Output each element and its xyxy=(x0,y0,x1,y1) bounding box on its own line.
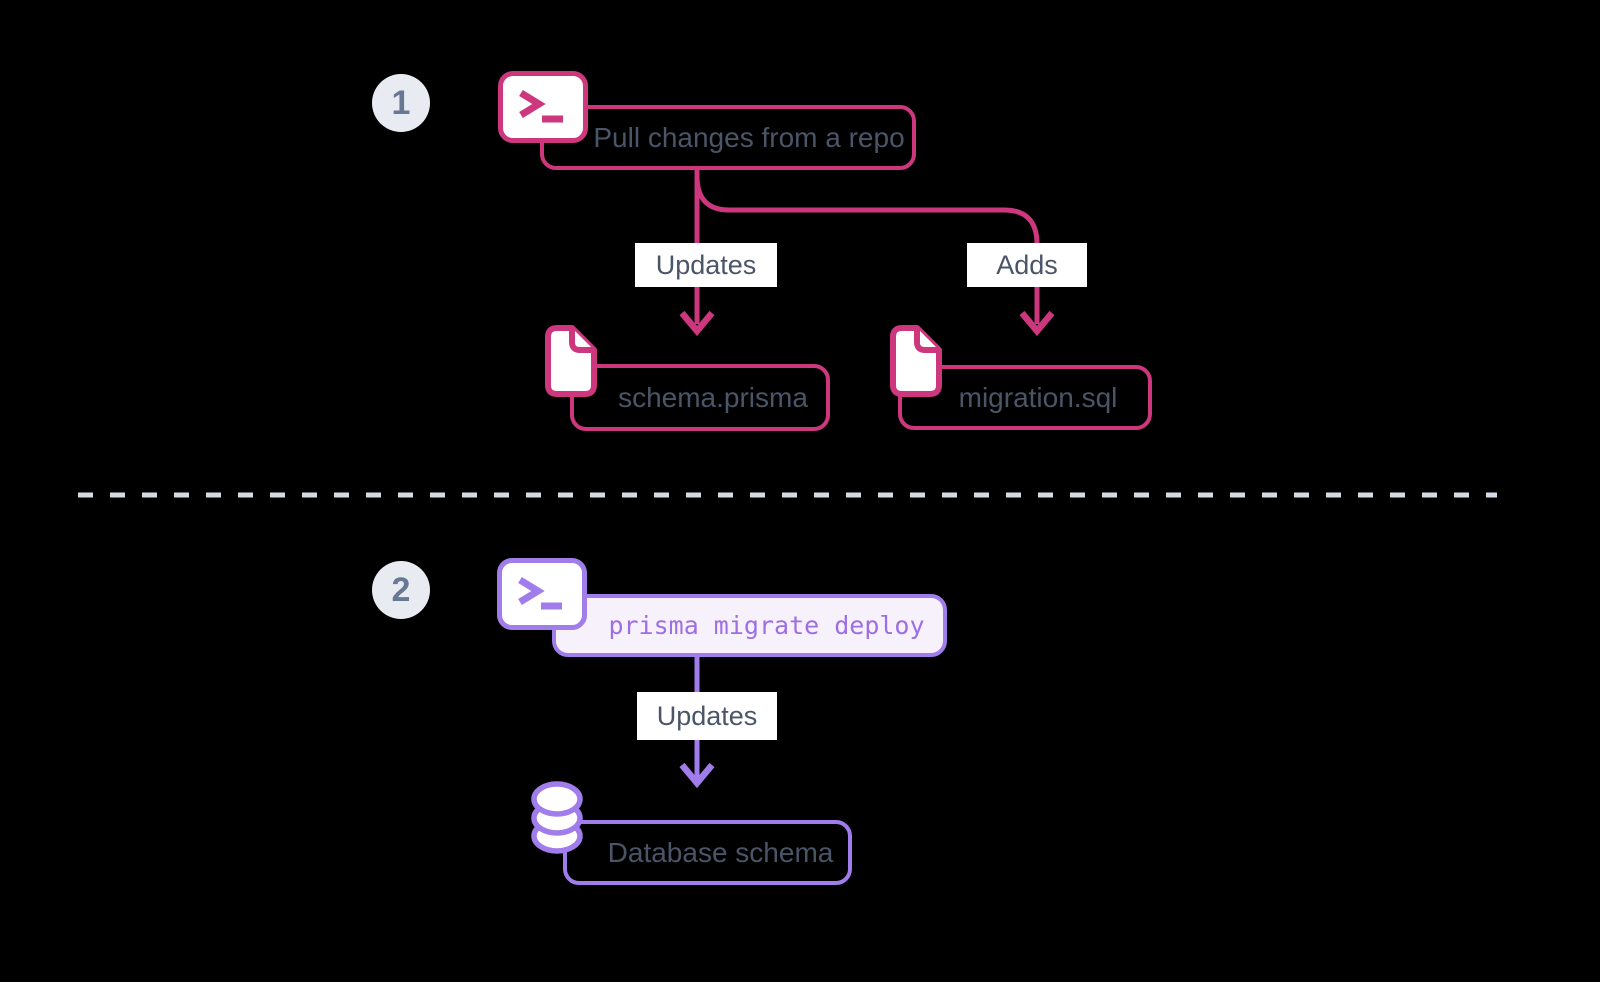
edge-label-updates: Updates xyxy=(635,243,777,287)
edge-adds-line xyxy=(694,175,1040,324)
terminal-icon xyxy=(497,558,587,630)
edge-adds-arrowhead xyxy=(1019,310,1055,337)
edge-updates2-arrowhead xyxy=(679,762,715,789)
edge-updates-arrowhead xyxy=(679,310,715,337)
file-icon xyxy=(543,324,598,403)
step-2-badge: 2 xyxy=(372,561,430,619)
command-box-migrate-deploy: prisma migrate deploy xyxy=(552,594,947,657)
database-icon xyxy=(528,780,586,861)
target-box-schema-prisma: schema.prisma xyxy=(570,364,830,431)
command-box-pull-changes: Pull changes from a repo xyxy=(540,105,916,170)
edge-label-updates-2: Updates xyxy=(637,692,777,740)
file-icon xyxy=(888,324,943,403)
target-box-database-schema: Database schema xyxy=(563,820,852,885)
step-1-badge: 1 xyxy=(372,74,430,132)
terminal-prompt-glyph xyxy=(519,90,563,123)
terminal-prompt-glyph xyxy=(518,577,562,610)
edge-label-adds: Adds xyxy=(967,243,1087,287)
target-box-migration-sql: migration.sql xyxy=(898,365,1152,430)
terminal-icon xyxy=(498,71,588,143)
